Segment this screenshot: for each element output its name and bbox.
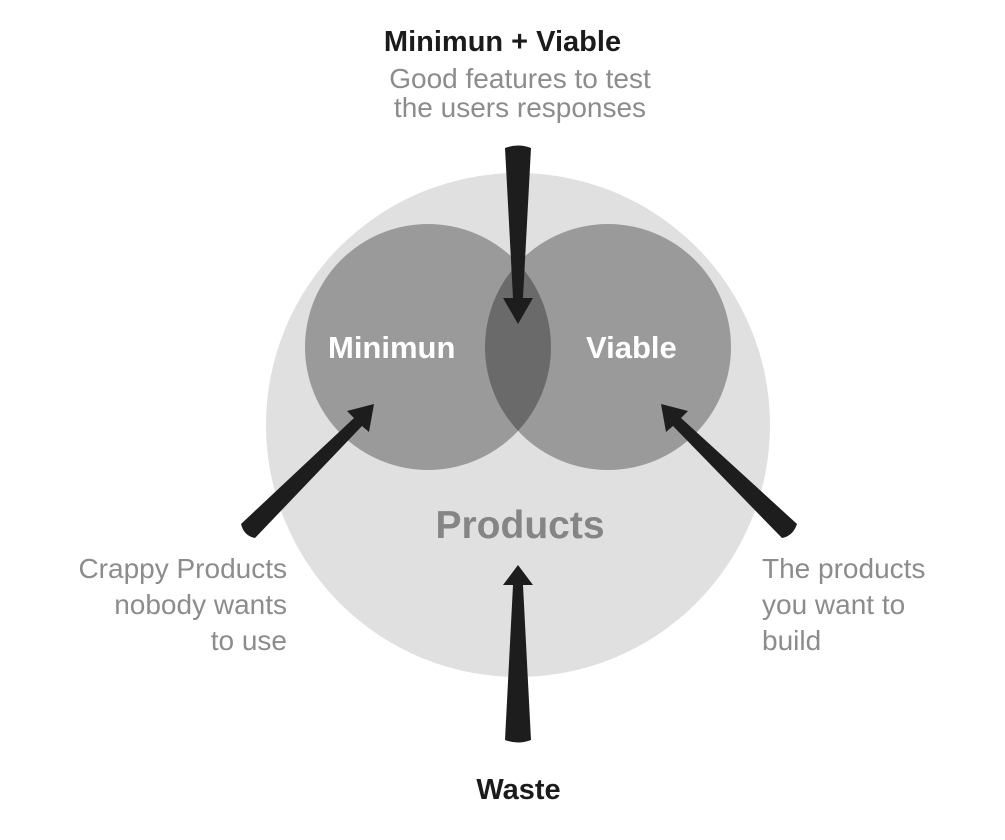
description-line: to use — [210, 625, 287, 656]
arrow-bottom — [503, 565, 533, 743]
description-line: you want to — [762, 589, 906, 620]
arrow-left — [241, 404, 374, 538]
description-line: nobody wants — [114, 589, 287, 620]
description-line: The products — [762, 553, 926, 584]
products-to-build-description: The products you want to build — [762, 551, 925, 659]
viable-label: Viable — [586, 330, 677, 365]
minimum-viable-description: Good features to test the users response… — [0, 64, 1005, 122]
minimum-viable-title: Minimun + Viable — [383, 26, 622, 58]
waste-label: Waste — [476, 774, 561, 806]
description-line: Good features to test — [389, 63, 651, 94]
description-line: Crappy Products — [78, 553, 287, 584]
arrow-top — [503, 145, 533, 324]
crappy-products-description: Crappy Products nobody wants to use — [78, 551, 287, 659]
description-line: the users responses — [393, 92, 647, 123]
products-label: Products — [435, 504, 605, 547]
minimum-label: Minimun — [328, 330, 456, 365]
description-line: build — [762, 625, 822, 656]
arrow-right — [661, 404, 797, 538]
